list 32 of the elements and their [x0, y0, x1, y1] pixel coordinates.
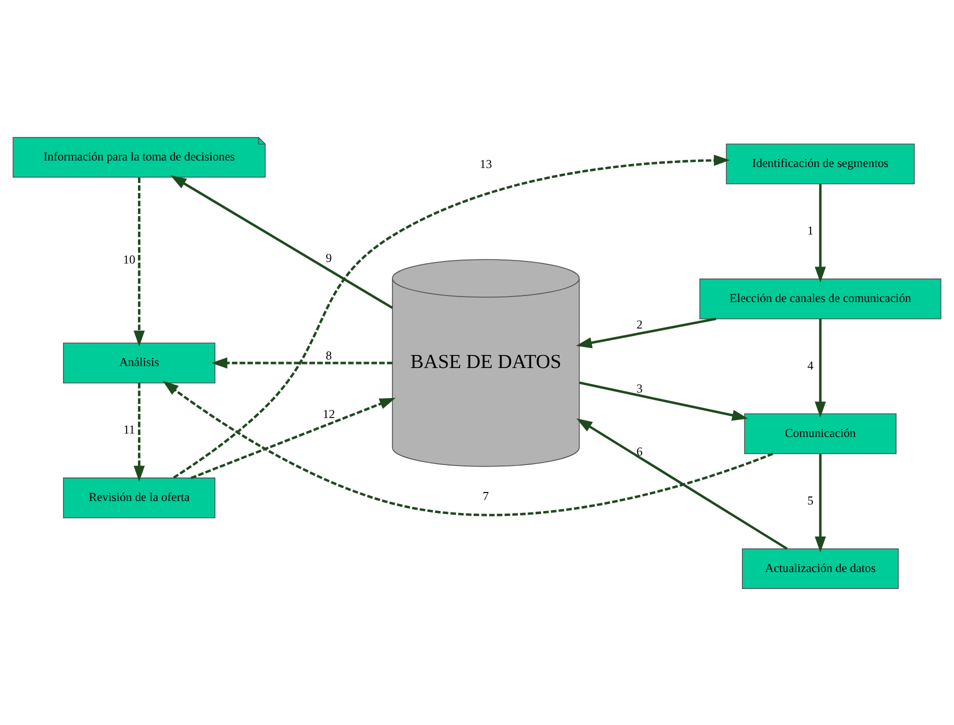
arrow [173, 154, 730, 478]
edge-label: 12 [322, 406, 335, 421]
edge-label: 4 [807, 358, 814, 372]
edge-label: 6 [636, 444, 643, 458]
arrow [162, 380, 774, 516]
edge-label: 11 [123, 422, 136, 436]
arrow [579, 381, 748, 420]
arrow [576, 418, 788, 550]
edge-label: 2 [636, 317, 643, 331]
edge-label: 13 [480, 156, 492, 171]
arrow [814, 183, 826, 282]
arrow [134, 382, 145, 482]
edge-label: 5 [807, 492, 814, 507]
arrow [814, 318, 826, 418]
edge-label: 3 [636, 381, 643, 396]
edge-label: 10 [123, 252, 136, 266]
edge-label: 8 [326, 348, 332, 362]
arrow [190, 397, 396, 479]
node-box: Identificación de segmentos [726, 143, 915, 184]
edge-label: 7 [482, 488, 489, 502]
arrow [170, 174, 394, 308]
node-box: Comunicación [744, 412, 897, 454]
node-box: Revisión de la oferta [63, 477, 216, 518]
node-box: Análisis [63, 342, 216, 383]
edge-label: 9 [326, 250, 332, 265]
node-box: Elección de canales de comunicación [699, 278, 942, 319]
edge-label: 1 [807, 223, 814, 238]
arrow [134, 177, 145, 346]
node-box: Actualización de datos [742, 548, 899, 589]
arrow [814, 453, 826, 552]
arrow [576, 317, 716, 348]
arrow [211, 356, 392, 368]
